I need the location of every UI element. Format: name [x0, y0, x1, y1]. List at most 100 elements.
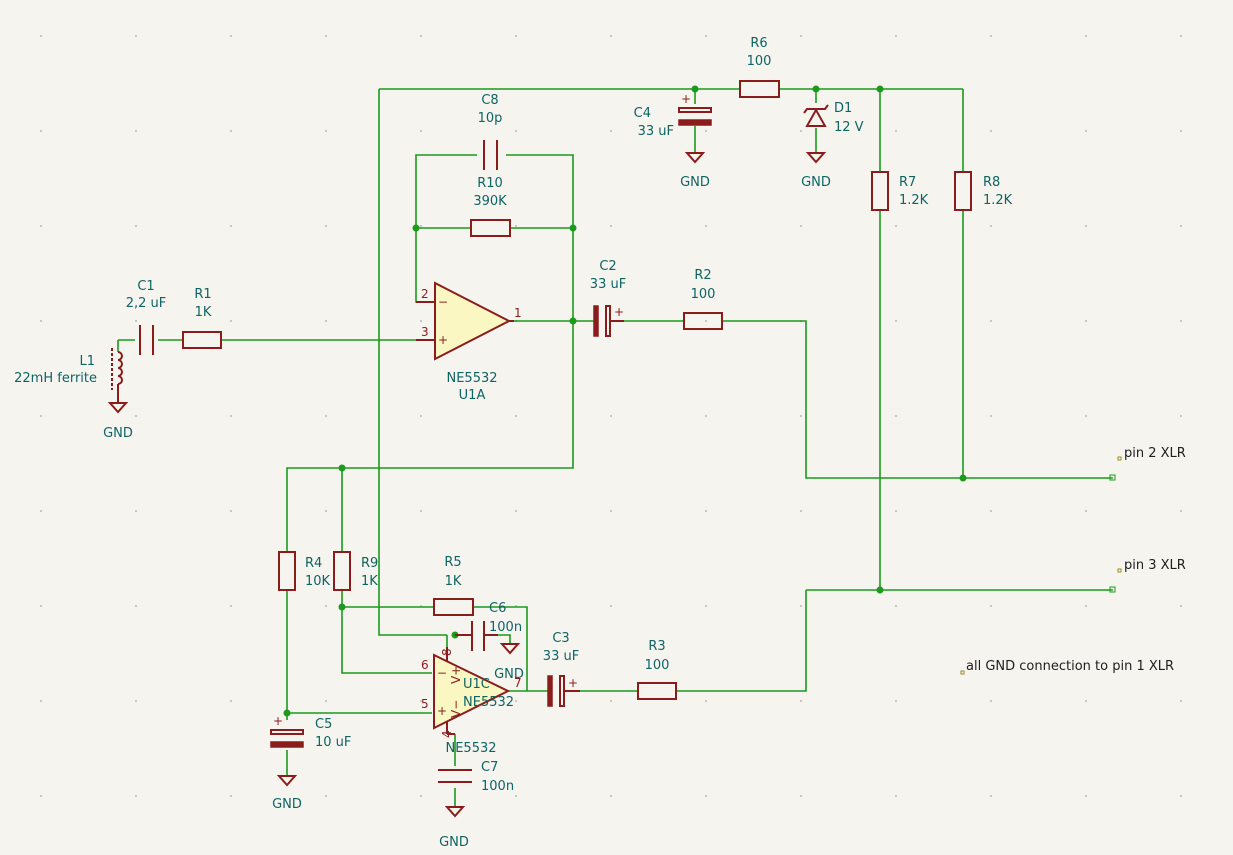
r7-ref: R7 — [899, 175, 916, 190]
r4-value: 10K — [305, 574, 331, 589]
gnd-label-c6: GND — [494, 667, 524, 682]
gnd-label-c4: GND — [680, 175, 710, 190]
c4-ref: C4 — [634, 106, 651, 121]
grid-dots — [40, 35, 1182, 797]
gnd-note-text: all GND connection to pin 1 XLR — [966, 659, 1174, 674]
gnd-symbol-c5: GND — [272, 775, 302, 812]
c6-value: 100n — [489, 620, 522, 635]
u1b-pin-6: 6 — [421, 658, 429, 672]
r1-value: 1K — [195, 305, 212, 320]
capacitor-c1[interactable]: C1 2,2 uF — [126, 279, 167, 355]
opamp-u1b[interactable]: − + 6 5 7 8 4 V+ V− U1C NE5532 NE5532 — [421, 647, 522, 756]
junctions — [283, 85, 967, 717]
r3-value: 100 — [645, 658, 670, 673]
resistor-r2[interactable]: R2 100 — [683, 268, 723, 330]
u1c-vminus-mark: V− — [449, 700, 463, 718]
gnd-label-c5: GND — [272, 797, 302, 812]
l1-value: 22mH ferrite — [14, 371, 97, 386]
xlr-pin3-connector[interactable]: pin 3 XLR — [1109, 558, 1186, 593]
u1a-ref: U1A — [459, 388, 486, 403]
r9-value: 1K — [361, 574, 378, 589]
c8-ref: C8 — [481, 93, 498, 108]
opamp-u1a[interactable]: − + 2 3 1 NE5532 U1A — [416, 281, 522, 403]
resistor-r5[interactable]: R5 1K — [433, 555, 474, 616]
u1c-value: NE5532 — [463, 695, 514, 710]
u1b-pin-5: 5 — [421, 697, 429, 711]
u1a-pin-2: 2 — [421, 287, 429, 301]
u1a-value: NE5532 — [446, 371, 497, 386]
c5-ref: C5 — [315, 717, 332, 732]
gnd-symbol-c4: GND — [680, 152, 710, 190]
c2-ref: C2 — [599, 259, 616, 274]
r8-ref: R8 — [983, 175, 1000, 190]
c3-ref: C3 — [552, 631, 569, 646]
inductor-l1[interactable]: L1 22mH ferrite — [14, 348, 123, 402]
resistor-r3[interactable]: R3 100 — [637, 639, 677, 700]
c2-plus-mark: + — [614, 305, 624, 319]
r4-ref: R4 — [305, 556, 322, 571]
r10-value: 390K — [473, 194, 507, 209]
r2-ref: R2 — [694, 268, 711, 283]
u1b-plus-mark: + — [437, 704, 447, 718]
capacitor-c7[interactable]: C7 100n — [438, 760, 514, 794]
u1c-pin-8: 8 — [440, 648, 454, 656]
u1a-plus-mark: + — [438, 333, 448, 347]
resistor-r1[interactable]: R1 1K — [182, 287, 222, 349]
d1-value: 12 V — [834, 120, 864, 135]
gnd-label-c7: GND — [439, 835, 469, 850]
xlr-pin3-label: pin 3 XLR — [1124, 558, 1186, 573]
resistor-r10[interactable]: R10 390K — [470, 176, 511, 237]
resistor-r9[interactable]: R9 1K — [333, 551, 378, 591]
xlr-pin2-connector[interactable]: pin 2 XLR — [1109, 446, 1186, 481]
c3-value: 33 uF — [543, 649, 579, 664]
r2-value: 100 — [691, 287, 716, 302]
u1a-minus-mark: − — [438, 295, 448, 309]
capacitor-c3[interactable]: + C3 33 uF — [543, 631, 580, 707]
capacitor-c8[interactable]: C8 10p — [478, 93, 503, 170]
capacitor-c5[interactable]: + C5 10 uF — [270, 714, 351, 750]
r5-ref: R5 — [444, 555, 461, 570]
r8-value: 1.2K — [983, 193, 1013, 208]
c5-value: 10 uF — [315, 735, 351, 750]
capacitor-c4[interactable]: + C4 33 uF — [634, 92, 712, 139]
u1c-ref: U1C — [463, 677, 490, 692]
c5-plus-mark: + — [273, 714, 283, 728]
c7-ref: C7 — [481, 760, 498, 775]
resistor-r6[interactable]: R6 100 — [739, 36, 780, 98]
r1-ref: R1 — [194, 287, 211, 302]
c1-ref: C1 — [137, 279, 154, 294]
gnd-label-l1: GND — [103, 426, 133, 441]
gnd-symbol-c6: GND — [494, 643, 524, 682]
d1-ref: D1 — [834, 101, 852, 116]
u1b-minus-mark: − — [437, 666, 447, 680]
resistor-r7[interactable]: R7 1.2K — [871, 171, 929, 211]
c4-plus-mark: + — [681, 92, 691, 106]
resistor-r8[interactable]: R8 1.2K — [954, 171, 1013, 211]
gnd-label-d1: GND — [801, 175, 831, 190]
c6-ref: C6 — [489, 601, 506, 616]
r9-ref: R9 — [361, 556, 378, 571]
r5-value: 1K — [445, 574, 462, 589]
c4-value: 33 uF — [638, 124, 674, 139]
r6-ref: R6 — [750, 36, 767, 51]
r3-ref: R3 — [648, 639, 665, 654]
r6-value: 100 — [747, 54, 772, 69]
c8-value: 10p — [478, 111, 503, 126]
zener-diode-d1[interactable]: D1 12 V — [803, 101, 864, 135]
gnd-symbol-d1: GND — [801, 152, 831, 190]
wires — [117, 88, 1113, 806]
u1a-pin-3: 3 — [421, 325, 429, 339]
u1c-vplus-mark: V+ — [449, 666, 463, 684]
resistor-r4[interactable]: R4 10K — [278, 551, 331, 591]
l1-ref: L1 — [79, 354, 95, 369]
u1b-value: NE5532 — [445, 741, 496, 756]
c7-value: 100n — [481, 779, 514, 794]
u1b-pin-7: 7 — [514, 676, 522, 690]
xlr-pin2-label: pin 2 XLR — [1124, 446, 1186, 461]
u1a-pin-1: 1 — [514, 306, 522, 320]
capacitor-c2[interactable]: + C2 33 uF — [590, 259, 626, 337]
capacitor-c6[interactable]: C6 100n — [455, 601, 522, 651]
r7-value: 1.2K — [899, 193, 929, 208]
c2-value: 33 uF — [590, 277, 626, 292]
